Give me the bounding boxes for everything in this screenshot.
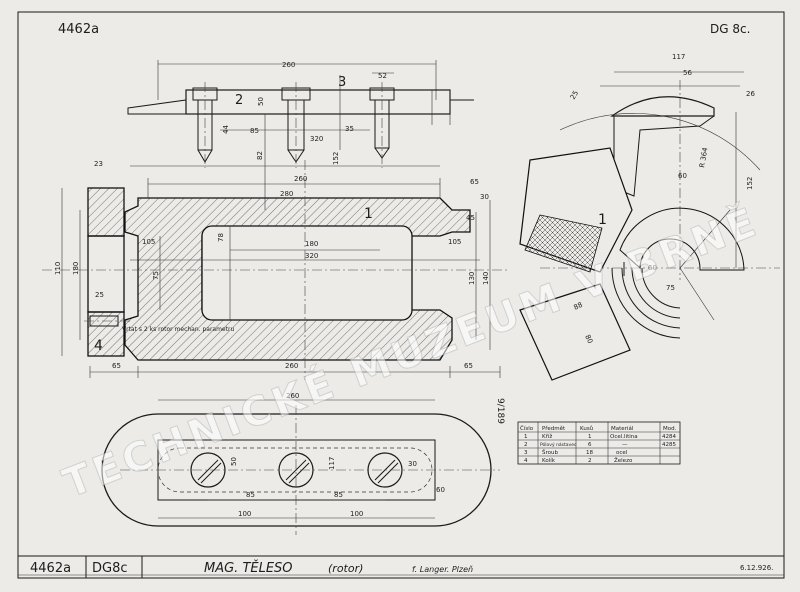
dim-mid-65: 65 [470,178,479,186]
dim-side-117: 117 [672,53,685,61]
dim-side-75: 75 [666,284,675,292]
side-view [519,71,780,381]
dim-top-overall: 260 [282,61,295,69]
table-cell: 4 [524,458,528,464]
table-cell: Kříž [542,433,552,440]
dim-mid-260: 260 [294,175,307,183]
part-label-1-side: 1 [598,212,607,228]
dim-side-60b: 60 [648,264,657,272]
dim-side-80: 80 [583,333,594,344]
dim-mid-25: 25 [95,291,104,299]
dim-plan-260: 260 [286,392,299,400]
sheet-code: DG 8c. [710,22,750,36]
table-header: Předmět [542,425,566,432]
table-cell: 1 [588,434,592,440]
table-cell: — [622,442,628,448]
dim-mid-75: 75 [152,271,160,280]
table-cell: Kolík [542,457,556,464]
dim-plan-117: 117 [328,457,336,470]
dim-side-152: 152 [746,177,754,190]
sheet-border [17,11,785,579]
dim-mid-130: 130 [468,272,476,285]
parts-table [517,421,681,465]
part-label-1: 1 [364,206,373,222]
dim-bot-65a: 65 [112,362,121,370]
table-cell: Železo [614,456,633,464]
title-block-code: DG8c [92,561,128,576]
dim-plan-50: 50 [230,457,238,466]
dim-top-44: 44 [222,125,230,134]
table-cell: 1 [524,434,528,440]
dim-top-152: 152 [332,152,340,165]
part-label-3: 3 [338,75,346,90]
table-cell: 4285 [662,442,676,448]
dim-mid-105b: 105 [448,238,461,246]
dim-top-82: 82 [256,151,264,160]
dim-mid-180: 180 [305,240,318,248]
table-cell: Ocel.litina [610,434,638,440]
dim-mid-140: 140 [482,272,490,285]
dim-side-radius: R 364 [698,146,710,168]
table-cell: 18 [586,450,593,456]
dim-bot-65b: 65 [464,362,473,370]
title-block-subtitle: (rotor) [328,562,363,575]
dim-mid-320: 320 [305,252,318,260]
dim-mid-110: 110 [54,262,62,275]
table-cell: 3 [524,450,528,456]
dim-mid-23: 23 [94,160,103,168]
table-cell: Šroub [542,449,558,456]
dim-side-56: 56 [683,69,692,77]
table-header: Kusů [580,425,593,432]
dim-top-52: 52 [378,72,387,80]
dim-side-88: 88 [572,301,583,312]
main-section-view [42,160,508,380]
dim-plan-85a: 85 [246,491,255,499]
title-block-title: MAG. TĚLESO [204,560,293,576]
title-block-author: f. Langer. Plzeň [412,565,473,574]
part-label-2: 2 [235,93,243,108]
table-cell: 2 [524,442,528,448]
dim-top-85: 85 [250,127,259,135]
plan-view [101,399,500,535]
dim-plan-100a: 100 [238,510,251,518]
table-cell: 2 [588,458,592,464]
dim-top-35: 35 [345,125,354,133]
dim-mid-30: 30 [480,193,489,201]
dim-mid-180v: 180 [72,262,80,275]
dim-plan-30: 30 [408,460,417,468]
dim-side-60: 60 [678,172,687,180]
table-cell: 6 [588,442,592,448]
drawing-number: 4462a [58,22,99,37]
dim-bot-260: 260 [285,362,298,370]
part-label-4: 4 [94,338,103,354]
title-block-date: 6.12.926. [740,564,773,572]
table-header: Mod. [663,426,677,432]
dim-mid-280: 280 [280,190,293,198]
table-cell: 4284 [662,434,676,440]
table-header: Číslo [520,425,534,432]
table-cell: ocel [616,450,628,456]
dim-plan-100b: 100 [350,510,363,518]
table-header: Materiál [611,425,634,432]
side-stamp: 9/189 [495,398,505,424]
dim-side-26: 26 [746,90,755,98]
table-cell: Pólový nástavec [540,441,577,448]
drilling-note: Vrtat s 2 ks rotor mechan. parametru [122,326,234,333]
top-view [127,60,474,210]
title-block-number: 4462a [30,561,71,576]
dim-mid-78: 78 [217,233,225,242]
dim-mid-45: 45 [466,214,475,222]
parts-table-text: Číslo Předmět Kusů Materiál Mod. 1 Kříž … [520,425,677,464]
dim-mid-105a: 105 [142,238,155,246]
dim-plan-85b: 85 [334,491,343,499]
dim-side-25: 25 [569,89,580,101]
dim-plan-60: 60 [436,486,445,494]
dim-top-320: 320 [310,135,323,143]
dim-top-50: 50 [257,97,265,106]
